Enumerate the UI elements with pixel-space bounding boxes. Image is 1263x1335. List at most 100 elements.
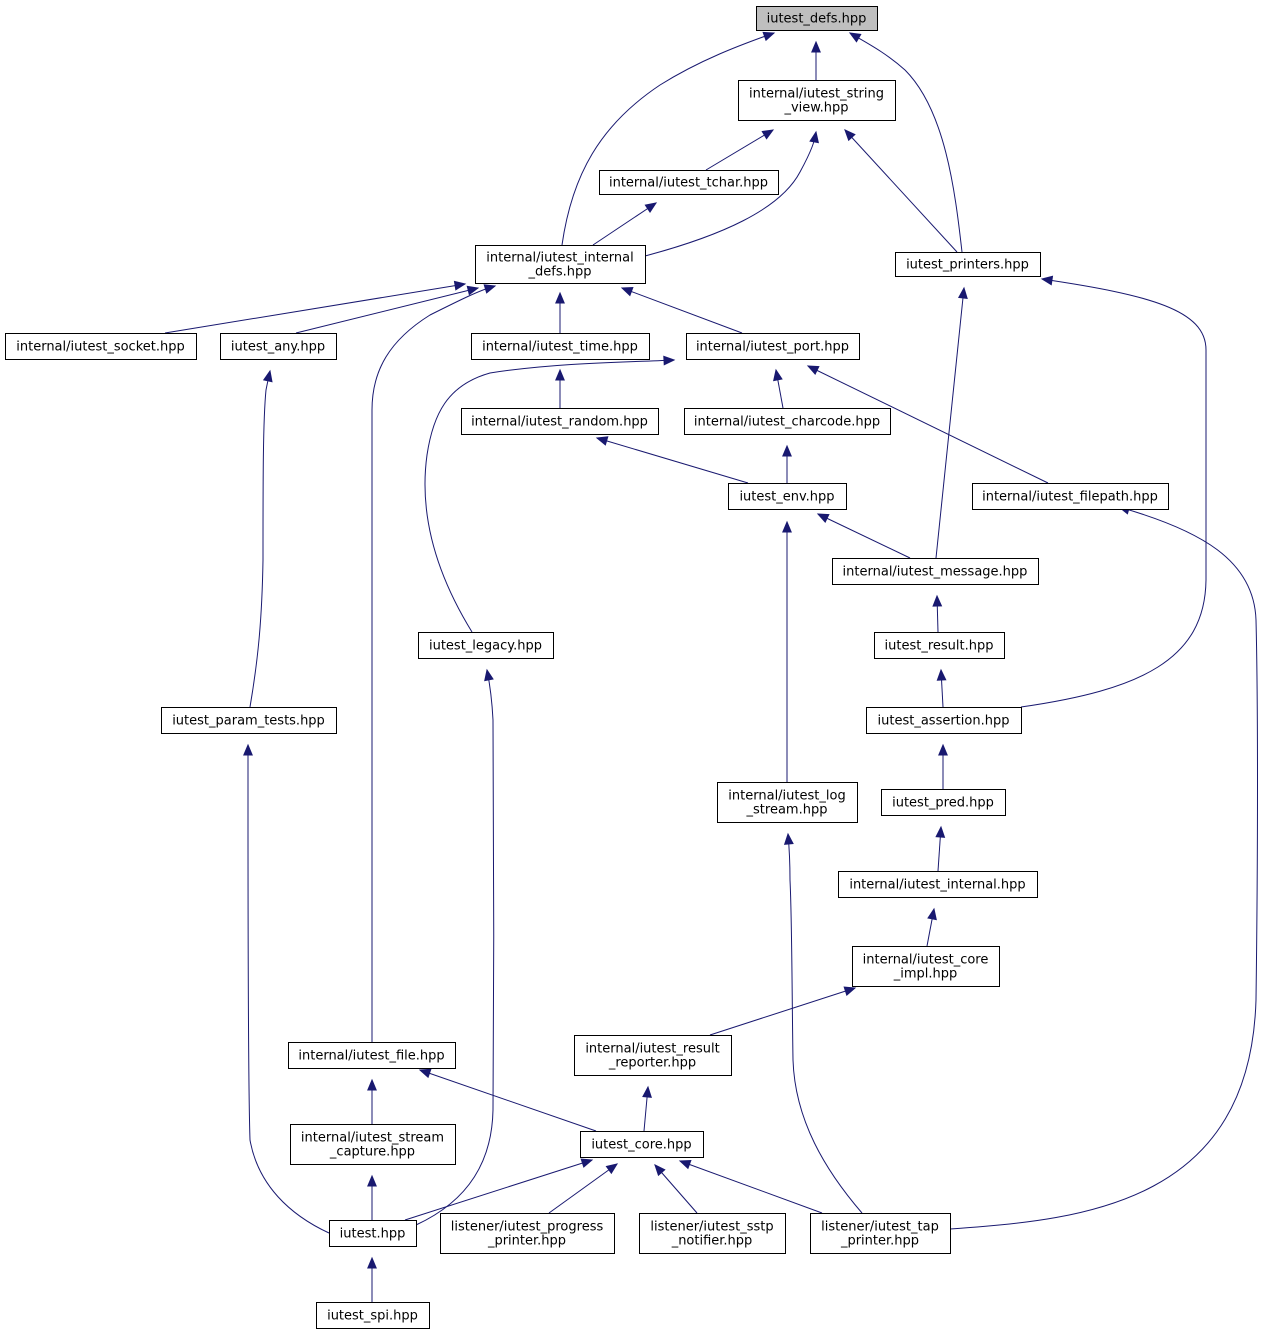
node-label: internal/iutest_socket.hpp <box>16 340 185 355</box>
dependency-edge-charcode-to-port <box>773 368 784 409</box>
arrow-head-icon <box>843 986 857 996</box>
node-box <box>440 1213 615 1254</box>
dependency-edge-core-to-result_reporter <box>642 1085 652 1132</box>
edge-line <box>949 506 1258 1230</box>
file-node-legacy[interactable]: iutest_legacy.hpp <box>418 632 554 659</box>
file-node-charcode[interactable]: internal/iutest_charcode.hpp <box>684 408 891 435</box>
edges-layer <box>164 31 1258 1302</box>
arrow-head-icon <box>453 280 467 291</box>
arrow-head-icon <box>783 832 794 845</box>
node-label: internal/iutest_port.hpp <box>696 340 849 355</box>
node-label: iutest_core.hpp <box>591 1138 691 1153</box>
node-label: _view.hpp <box>783 101 848 116</box>
file-node-socket[interactable]: internal/iutest_socket.hpp <box>5 333 197 360</box>
arrow-head-icon <box>773 368 783 382</box>
arrow-head-icon <box>678 1159 692 1170</box>
arrow-head-icon <box>367 1174 377 1187</box>
dependency-edge-legacy-to-port <box>424 355 676 633</box>
node-label: iutest.hpp <box>340 1227 406 1242</box>
node-box <box>881 789 1006 816</box>
node-label: iutest_spi.hpp <box>327 1309 418 1324</box>
file-node-progress-printer[interactable]: listener/iutest_progress_printer.hpp <box>440 1213 615 1254</box>
node-label: internal/iutest_internal.hpp <box>849 878 1025 893</box>
file-node-log-stream[interactable]: internal/iutest_log_stream.hpp <box>717 782 858 823</box>
file-node-defs[interactable]: iutest_defs.hpp <box>756 6 878 31</box>
edge-line <box>424 359 675 633</box>
node-box <box>866 707 1022 734</box>
node-box <box>810 1213 951 1254</box>
file-node-string-view[interactable]: internal/iutest_string_view.hpp <box>738 80 896 121</box>
file-node-any[interactable]: iutest_any.hpp <box>220 333 337 360</box>
edge-line <box>415 669 495 1226</box>
file-node-pred[interactable]: iutest_pred.hpp <box>881 789 1006 816</box>
dependency-edge-printers-to-string_view <box>844 129 958 253</box>
file-node-stream-capture[interactable]: internal/iutest_stream_capture.hpp <box>290 1124 456 1165</box>
dependency-edge-result-to-message <box>932 594 943 633</box>
edge-line <box>548 1163 618 1214</box>
node-label: _printer.hpp <box>487 1234 566 1249</box>
file-node-param-tests[interactable]: iutest_param_tests.hpp <box>161 707 337 734</box>
file-node-iutest[interactable]: iutest.hpp <box>329 1220 417 1247</box>
dependency-edge-message-to-printers <box>935 286 968 559</box>
node-box <box>288 1042 456 1069</box>
file-node-file[interactable]: internal/iutest_file.hpp <box>288 1042 456 1069</box>
arrow-head-icon <box>555 291 565 304</box>
dependency-edge-time-to-internal_defs <box>555 291 565 333</box>
file-node-sstp-notifier[interactable]: listener/iutest_sstp_notifier.hpp <box>639 1213 786 1254</box>
file-node-spi[interactable]: iutest_spi.hpp <box>316 1302 430 1329</box>
node-box <box>684 408 891 435</box>
dependency-edge-iutest-to-legacy <box>415 668 495 1226</box>
edge-line <box>787 833 863 1214</box>
arrow-head-icon <box>816 513 830 523</box>
node-box <box>580 1131 704 1158</box>
file-node-result[interactable]: iutest_result.hpp <box>874 632 1005 659</box>
node-box <box>574 1035 732 1076</box>
dependency-edge-tap_printer-to-log_stream <box>783 832 863 1214</box>
arrow-head-icon <box>484 668 494 682</box>
node-box <box>639 1213 786 1254</box>
dependency-edge-stream_capture-to-file <box>367 1078 377 1124</box>
file-node-tap-printer[interactable]: listener/iutest_tap_printer.hpp <box>810 1213 951 1254</box>
arrow-head-icon <box>957 286 968 299</box>
arrow-head-icon <box>418 1068 432 1079</box>
file-node-internal[interactable]: internal/iutest_internal.hpp <box>838 871 1038 898</box>
node-box <box>874 632 1005 659</box>
dependency-edge-core-to-file <box>418 1068 597 1132</box>
arrow-head-icon <box>844 129 856 142</box>
node-label: internal/iutest_stream <box>301 1131 444 1146</box>
node-label: _reporter.hpp <box>608 1056 696 1071</box>
dependency-edge-iutest-to-stream_capture <box>367 1174 377 1220</box>
file-node-time[interactable]: internal/iutest_time.hpp <box>471 333 650 360</box>
file-node-core[interactable]: iutest_core.hpp <box>580 1131 704 1158</box>
edge-line <box>596 437 749 484</box>
arrow-head-icon <box>811 40 821 53</box>
node-box <box>756 6 878 31</box>
node-label: internal/iutest_filepath.hpp <box>982 490 1158 505</box>
file-node-random[interactable]: internal/iutest_random.hpp <box>461 408 659 435</box>
file-node-port[interactable]: internal/iutest_port.hpp <box>686 333 860 360</box>
edge-line <box>935 287 965 559</box>
node-label: listener/iutest_tap <box>821 1220 939 1235</box>
node-label: iutest_param_tests.hpp <box>172 714 325 729</box>
node-box <box>972 483 1169 510</box>
file-node-assertion[interactable]: iutest_assertion.hpp <box>866 707 1022 734</box>
node-label: internal/iutest_tchar.hpp <box>609 176 768 191</box>
file-node-result-reporter[interactable]: internal/iutest_result_reporter.hpp <box>574 1035 732 1076</box>
arrow-head-icon <box>367 1078 377 1091</box>
node-label: _stream.hpp <box>746 803 828 818</box>
file-node-filepath[interactable]: internal/iutest_filepath.hpp <box>972 483 1169 510</box>
file-node-env[interactable]: iutest_env.hpp <box>728 483 847 510</box>
dependency-edge-string_view-to-defs <box>811 40 821 80</box>
node-label: iutest_printers.hpp <box>906 258 1029 273</box>
file-node-tchar[interactable]: internal/iutest_tchar.hpp <box>599 170 779 195</box>
node-box <box>329 1220 417 1247</box>
arrow-head-icon <box>1040 275 1054 286</box>
node-label: iutest_assertion.hpp <box>878 714 1010 729</box>
file-node-core-impl[interactable]: internal/iutest_core_impl.hpp <box>852 946 1000 987</box>
file-node-internal-defs[interactable]: internal/iutest_internal_defs.hpp <box>475 245 646 284</box>
node-box <box>852 946 1000 987</box>
dependency-edge-socket-to-internal_defs <box>164 280 467 334</box>
file-node-message[interactable]: internal/iutest_message.hpp <box>832 558 1039 585</box>
file-node-printers[interactable]: iutest_printers.hpp <box>895 252 1041 277</box>
arrow-head-icon <box>809 130 819 144</box>
